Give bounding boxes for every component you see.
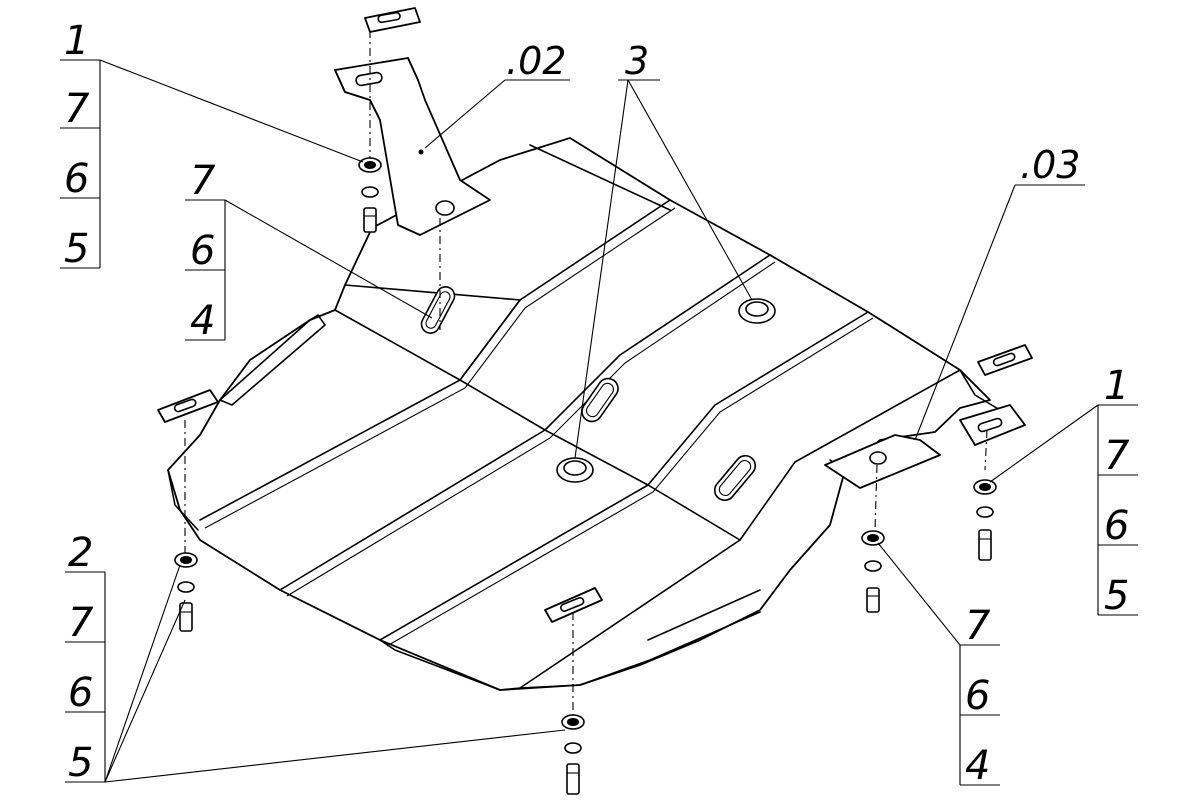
callout-label: 6 [68,670,93,716]
callout-label: 4 [965,743,990,789]
callout-right: 1 7 6 5 [989,363,1138,619]
callout-label: 1 [64,18,89,64]
clip-left [157,389,219,423]
clip-top [364,7,421,33]
callout-label: 7 [965,603,991,649]
callout-bottom-right: 7 6 4 [877,542,1000,789]
callout-label: 6 [64,156,89,202]
fastener-stack-bracket [861,530,885,613]
clip-right [977,344,1033,376]
callout-label: 5 [1104,573,1129,619]
bracket-03 [824,434,941,489]
slot-left [420,286,456,334]
callout-label: 6 [190,228,215,274]
callout-label: 3 [625,39,649,83]
fastener-stack-right [973,479,997,561]
callout-label: .03 [1020,143,1080,187]
callout-part-03: .03 [914,143,1085,441]
slot-center [581,377,619,423]
fastener-stack-top [358,157,382,233]
callout-part-3: 3 [574,39,753,459]
callout-label: 7 [1104,433,1130,479]
clip-bottom [544,587,603,623]
fastener-axes [184,30,988,720]
callout-label: 5 [68,740,93,786]
clip-right-flange [959,404,1026,446]
callout-label: 7 [68,600,94,646]
boss-hole-upper [738,298,776,324]
callout-label: 7 [190,158,216,204]
callout-label: .02 [506,39,566,83]
plate-slots [420,286,776,502]
boss-hole-lower [556,457,594,483]
callout-label: 6 [965,673,990,719]
callout-label: 1 [1104,363,1129,409]
fastener-stack-bottom [561,714,585,795]
callout-part-02: .02 [424,39,570,149]
callout-mid-left: 7 6 4 [185,158,433,344]
fastener-stack-left [174,552,198,632]
bracket-02 [334,57,491,236]
callout-label: 7 [64,86,90,132]
callout-label: 2 [68,530,93,576]
callout-label: 6 [1104,503,1129,549]
callout-label: 4 [190,298,215,344]
callout-bottom-left: 2 7 6 5 [65,530,566,786]
callout-top-left: 1 7 6 5 [60,18,364,272]
callout-label: 5 [64,226,89,272]
slot-right [713,454,757,502]
